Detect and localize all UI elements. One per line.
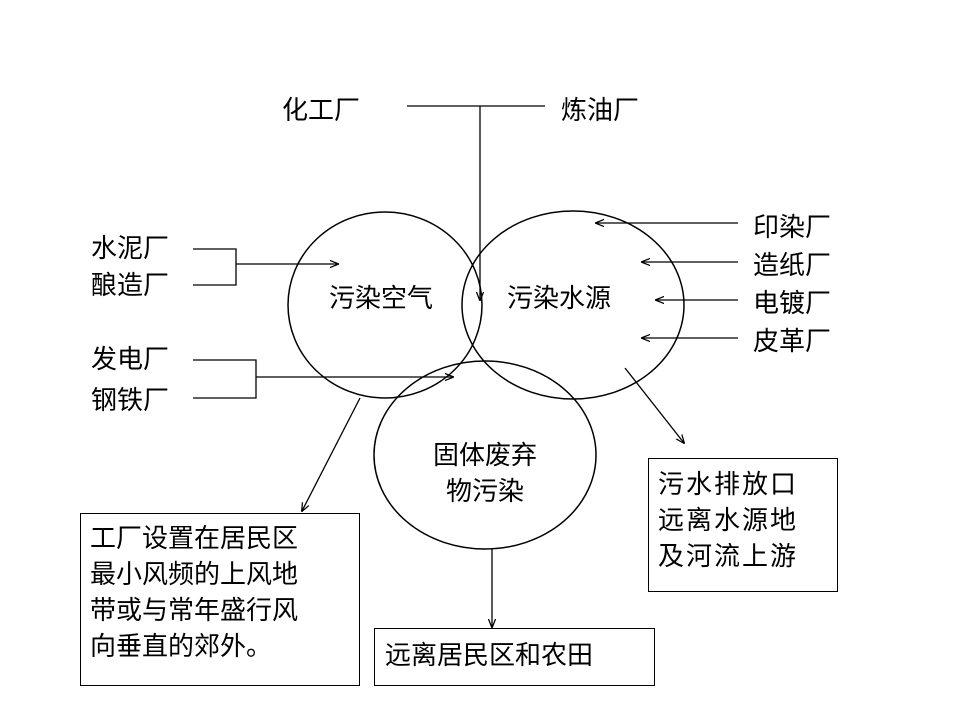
factory-site-line: 工厂设置在居民区 [90,524,299,554]
air-pollution-label: 污染空气 [329,284,434,314]
tannery-label: 皮革厂 [753,327,832,357]
arrow-to-sewage-outlet [624,367,684,443]
dyeing-plant-label: 印染厂 [753,213,832,243]
refinery-label: 炼油厂 [561,96,640,126]
brewery-label: 酿造厂 [91,271,170,301]
factory-site-line: 向垂直的郊外。 [90,632,273,662]
sewage-outlet-box: 污水排放口 远离水源地 及河流上游 [648,458,838,592]
solid-waste-label: 固体废弃 物污染 [405,438,565,510]
steel-plant-label: 钢铁厂 [91,386,170,416]
solid-waste-label-line2: 物污染 [445,477,524,507]
left-bracket-a [193,248,237,286]
arrow-to-factory-site [302,397,361,511]
left-bracket-b [193,359,257,399]
sewage-outlet-line: 污水排放口 [658,470,799,500]
far-from-residents-text: 远离居民区和农田 [385,641,594,671]
water-pollution-label: 污染水源 [507,284,612,314]
power-plant-label: 发电厂 [91,345,170,375]
cement-plant-label: 水泥厂 [91,234,170,264]
sewage-outlet-line: 远离水源地 [658,506,799,536]
factory-site-line: 带或与常年盛行风 [90,596,299,626]
factory-site-box: 工厂设置在居民区 最小风频的上风地 带或与常年盛行风 向垂直的郊外。 [80,513,360,686]
factory-site-line: 最小风频的上风地 [90,560,299,590]
electroplating-plant-label: 电镀厂 [753,289,832,319]
air-pollution-circle [287,211,483,399]
paper-mill-label: 造纸厂 [753,251,832,281]
chemical-plant-label: 化工厂 [282,96,361,126]
sewage-outlet-line: 及河流上游 [658,542,799,572]
far-from-residents-box: 远离居民区和农田 [374,628,655,686]
water-pollution-circle [461,210,685,400]
solid-waste-label-line1: 固体废弃 [432,441,537,471]
solid-waste-circle [373,360,597,550]
